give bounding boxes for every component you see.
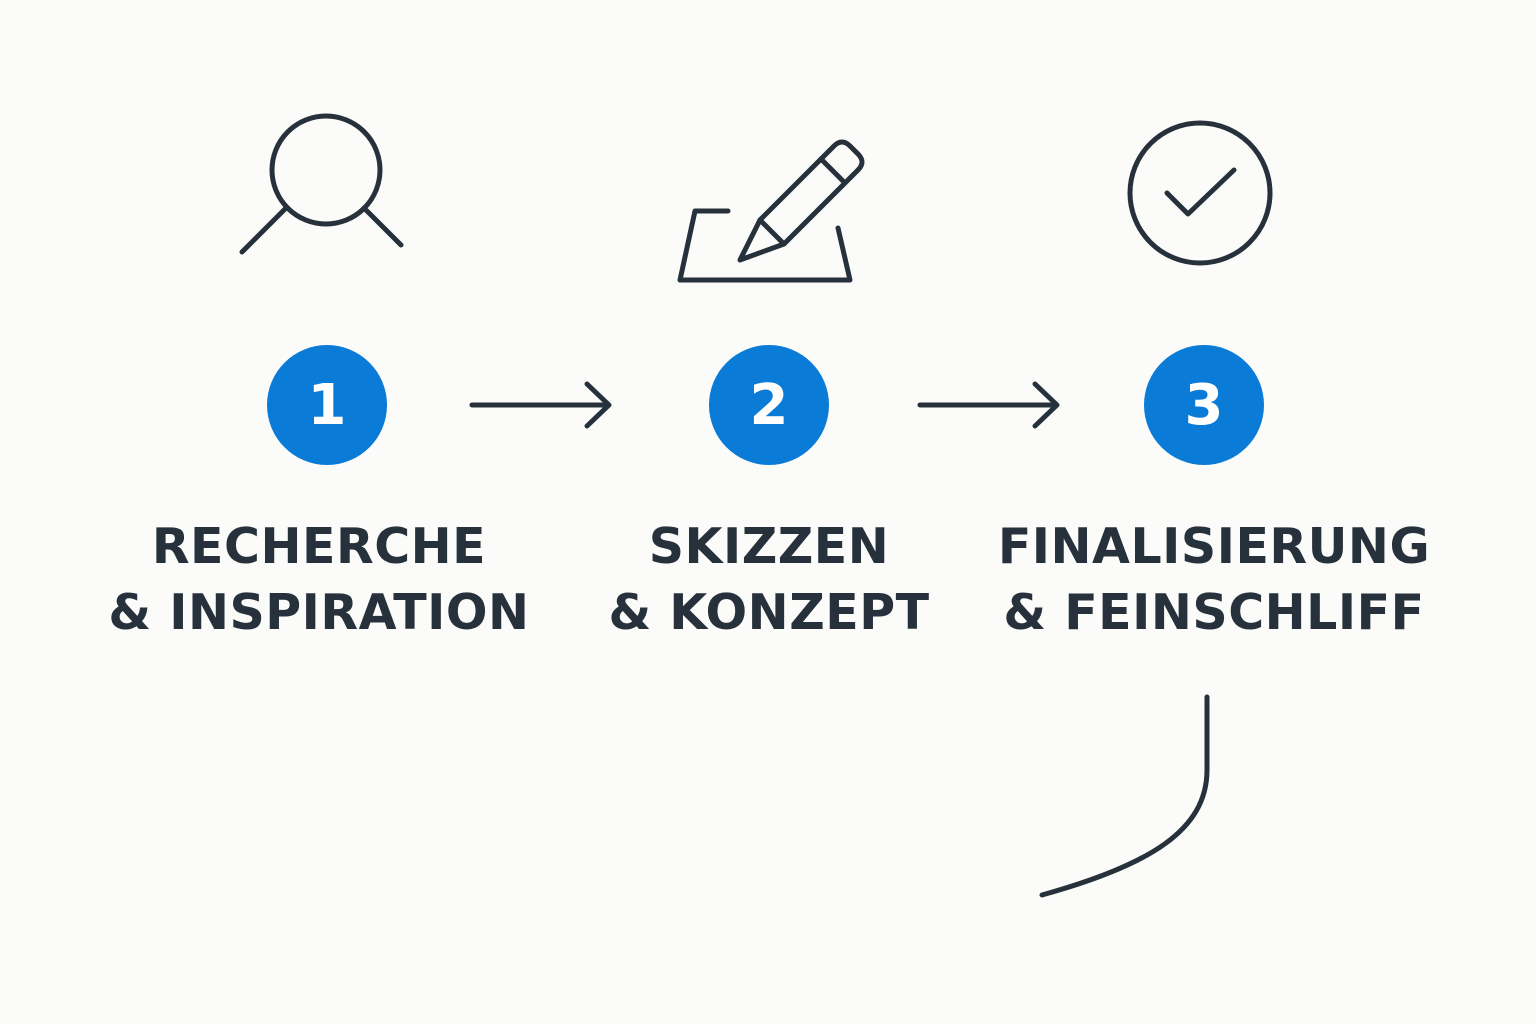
step-3-number: 3 <box>1144 345 1264 465</box>
step-1-number: 1 <box>267 345 387 465</box>
arrow-right-icon <box>469 381 612 429</box>
pencil-sketch-icon <box>677 139 865 283</box>
step-3-label: FINALISIERUNG & FEINSCHLIFF <box>984 514 1444 646</box>
step-2-label-line1: SKIZZEN <box>648 518 890 575</box>
check-circle-icon <box>1127 120 1273 266</box>
step-3-label-line2: & FEINSCHLIFF <box>1003 584 1425 641</box>
step-2-label-line2: & KONZEPT <box>608 584 930 641</box>
step-1-label-line1: RECHERCHE <box>151 518 487 575</box>
step-2-number: 2 <box>709 345 829 465</box>
step-3-label-line1: FINALISIERUNG <box>997 518 1431 575</box>
search-icon <box>239 113 404 255</box>
step-2-label: SKIZZEN & KONZEPT <box>539 514 999 646</box>
arrow-right-icon <box>917 381 1060 429</box>
curved-connector-line <box>1039 694 1210 898</box>
step-1-label-line2: & INSPIRATION <box>108 584 530 641</box>
step-1-label: RECHERCHE & INSPIRATION <box>89 514 549 646</box>
